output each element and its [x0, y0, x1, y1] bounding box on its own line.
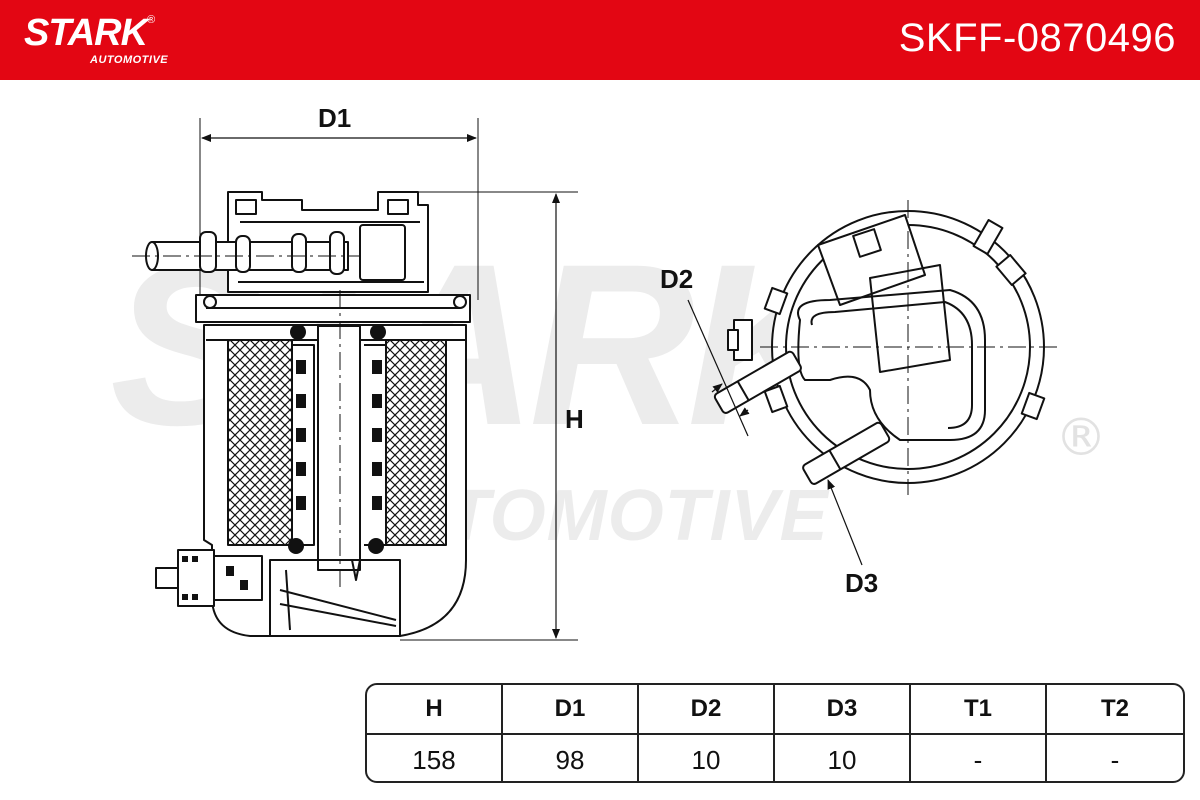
part-number: SKFF-0870496 — [898, 16, 1176, 60]
header-bar: STARK® AUTOMOTIVE SKFF-0870496 — [0, 0, 1200, 80]
table-value-h: 158 — [367, 735, 503, 781]
brand-logo-subtext: AUTOMOTIVE — [90, 54, 169, 66]
table-value-d1: 98 — [503, 735, 639, 781]
table-header-d2: D2 — [639, 685, 775, 735]
table-header-d1: D1 — [503, 685, 639, 735]
brand-registered-mark: ® — [147, 14, 156, 26]
dimension-label-d1: D1 — [318, 103, 352, 133]
top-view — [687, 200, 1060, 566]
table-value-t2: - — [1110, 744, 1120, 775]
dimension-label-d2: D2 — [660, 264, 694, 294]
table-header-h: H — [367, 685, 503, 735]
brand-logo: STARK® AUTOMOTIVE — [24, 12, 168, 66]
table-header-d3: D3 — [775, 685, 911, 735]
table-value-d2: 10 — [639, 735, 775, 781]
side-view — [132, 118, 578, 641]
table-value-t1: - — [911, 735, 1047, 781]
table-header-t2: T2 — [1047, 685, 1183, 735]
table-header-t1: T1 — [911, 685, 1047, 735]
brand-logo-text: STARK — [24, 12, 148, 54]
dimension-label-d3: D3 — [845, 568, 879, 598]
dimension-label-h: H — [565, 404, 584, 434]
technical-drawing — [132, 118, 1060, 641]
spec-table: H D1 D2 D3 T1 T2 158 98 10 10 - - — [365, 683, 1185, 783]
table-value-d3: 10 — [775, 735, 911, 781]
watermark-registered-mark: ® — [1055, 408, 1107, 468]
